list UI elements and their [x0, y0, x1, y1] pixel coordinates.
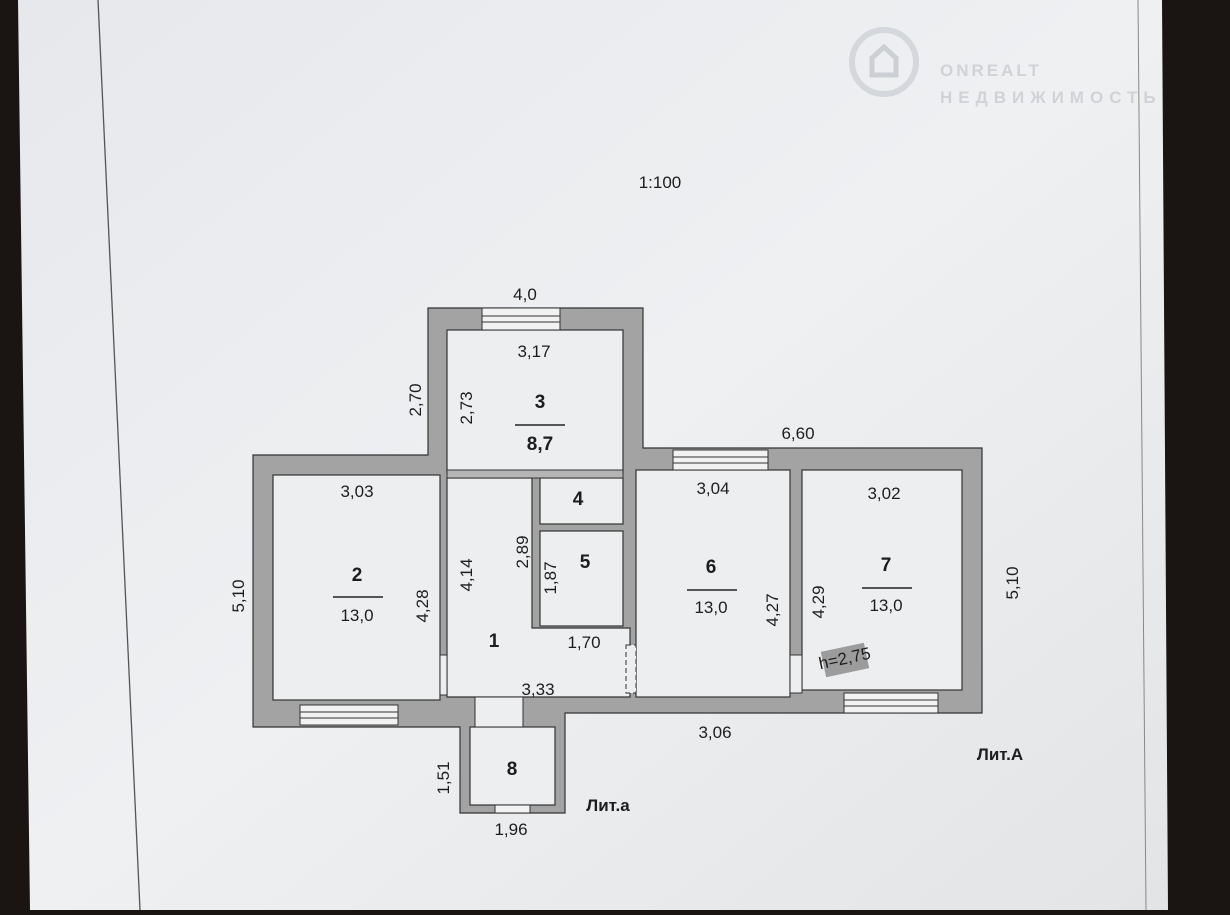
- dim-bottom-room6: 3,06: [698, 723, 731, 742]
- windows: [299, 307, 939, 814]
- margin-line-right: [1137, 0, 1147, 911]
- watermark-brand: ONREALT: [940, 61, 1042, 80]
- room-2: [272, 474, 441, 701]
- room-3-number: 3: [535, 392, 546, 413]
- dim-room5-width: 1,70: [567, 633, 600, 652]
- window-room7: [843, 692, 939, 714]
- room-5: [539, 530, 624, 627]
- dim-room2-depth: 4,28: [413, 589, 432, 622]
- dim-room45-depth: 2,89: [513, 535, 532, 568]
- door-room6: [625, 644, 637, 694]
- literal-main: Лит.А: [977, 745, 1023, 764]
- watermark-house-icon: [849, 27, 919, 97]
- room-2-number: 2: [352, 565, 363, 586]
- watermark: ONREALT НЕДВИЖИМОСТЬ: [849, 27, 1162, 107]
- room-7-number: 7: [881, 555, 892, 576]
- room-6: [635, 469, 791, 698]
- window-room6: [672, 449, 769, 471]
- room-interiors: [272, 329, 963, 806]
- dim-room7-width: 3,02: [867, 484, 900, 503]
- dim-room3-depth: 2,73: [457, 391, 476, 424]
- room-6-area: 13,0: [694, 598, 727, 617]
- window-room3: [481, 307, 561, 331]
- door-room7: [789, 654, 803, 694]
- dim-room5-depth: 1,87: [541, 561, 560, 594]
- dim-corridor-depth: 4,14: [457, 558, 476, 591]
- openings: [439, 469, 803, 728]
- room-labels: 3 8,7 2 13,0 1 4 5 6 13,0 7 13,0 8: [333, 392, 912, 780]
- room-3-area: 8,7: [527, 434, 553, 455]
- dim-room8-width: 1,96: [494, 820, 527, 839]
- room-8-number: 8: [507, 759, 518, 780]
- room-5-number: 5: [580, 552, 591, 573]
- window-room2: [299, 704, 399, 726]
- dim-room6-depth: 4,27: [763, 593, 782, 626]
- dim-room3-width: 3,17: [517, 342, 550, 361]
- door-room8: [474, 696, 524, 728]
- watermark-subtitle: НЕДВИЖИМОСТЬ: [940, 88, 1162, 107]
- scale-label: 1:100: [639, 173, 682, 192]
- room-1-number: 1: [489, 631, 500, 652]
- room-3: [446, 329, 624, 474]
- dim-room3-outer: 2,70: [406, 383, 425, 416]
- dim-top-room3: 4,0: [513, 285, 537, 304]
- room-2-area: 13,0: [340, 606, 373, 625]
- dim-room2-width: 3,03: [340, 482, 373, 501]
- dim-room6-width: 3,04: [696, 479, 729, 498]
- dim-left-outer: 5,10: [229, 579, 248, 612]
- dim-room7-depth: 4,29: [809, 585, 828, 618]
- margin-line-left: [97, 0, 141, 911]
- window-room8: [494, 804, 531, 814]
- room-8: [469, 726, 556, 806]
- dim-right-outer: 5,10: [1003, 566, 1022, 599]
- dimension-labels: 4,0 3,17 6,60 3,03 3,04 3,02 1,70 3,33 3…: [229, 285, 1022, 839]
- dim-corridor-width: 3,33: [521, 680, 554, 699]
- dim-room8-depth: 1,51: [434, 761, 453, 794]
- door-room2: [439, 654, 448, 696]
- literal-annex: Лит.а: [586, 796, 630, 815]
- room-7-area: 13,0: [869, 596, 902, 615]
- room-4-number: 4: [573, 489, 584, 510]
- dim-right-block: 6,60: [781, 424, 814, 443]
- room-6-number: 6: [706, 557, 717, 578]
